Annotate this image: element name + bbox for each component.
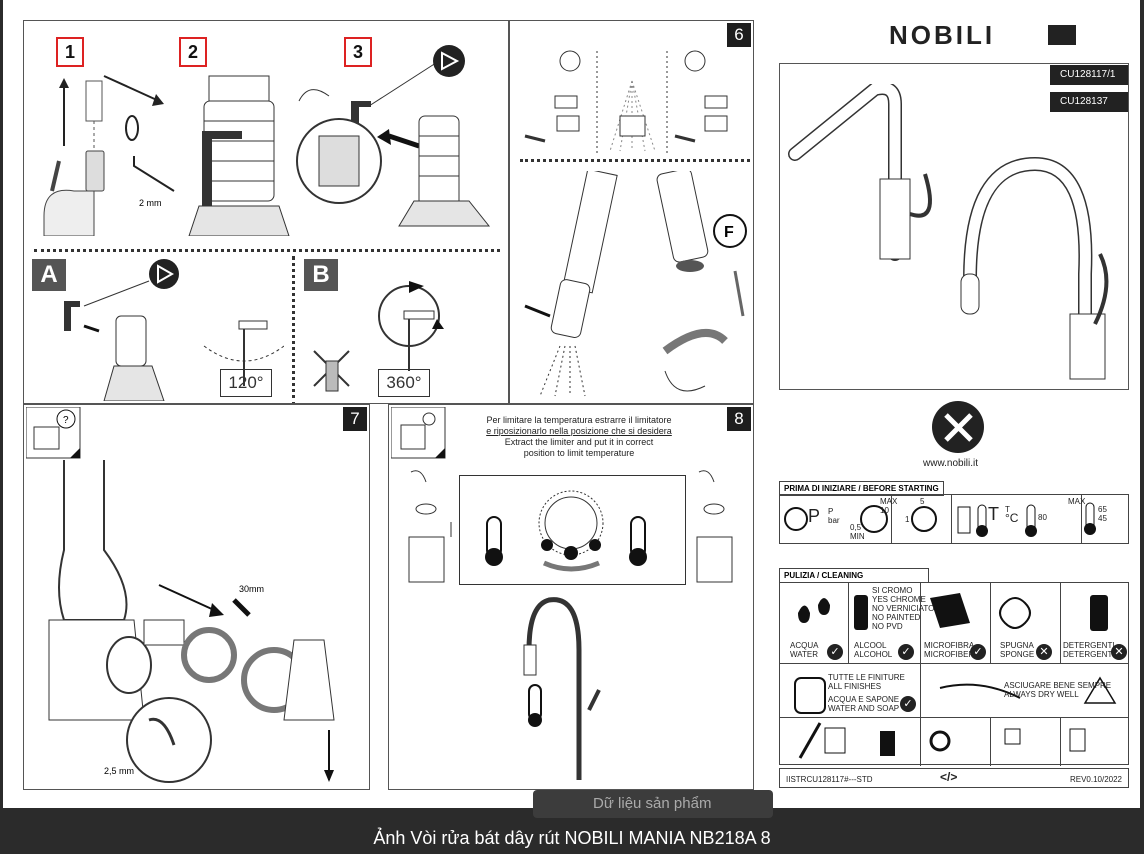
step-2-illustration xyxy=(188,75,290,236)
check-icon: ✓ xyxy=(898,644,914,660)
cleaning-icons xyxy=(794,593,1117,759)
check-icon: ✓ xyxy=(827,644,843,660)
panel-steps-1-3: 1 2 3 2 mm xyxy=(23,20,509,404)
spray-head-illustration: F xyxy=(524,171,747,397)
temp-label: T xyxy=(988,504,999,524)
limiter-thumbnail xyxy=(391,407,446,459)
panel-step-8: 8 Per limitare la temperatura estrarre i… xyxy=(388,404,754,790)
faucet-illustration xyxy=(523,597,601,780)
limiter-diagram xyxy=(485,490,647,572)
angle-120-label: 120° xyxy=(220,369,272,397)
step-B-label: B xyxy=(304,259,338,291)
celsius-label: T°C xyxy=(1005,505,1019,525)
before-starting-title: PRIMA DI INIZIARE / BEFORE STARTING xyxy=(779,481,944,496)
step-3-label: 3 xyxy=(344,37,372,67)
instruction-it: Per limitare la temperatura estrarre il … xyxy=(486,415,672,458)
divider xyxy=(520,159,750,162)
eighty-label: 80 xyxy=(1038,513,1047,522)
check-icon: ✓ xyxy=(970,644,986,660)
measure-30mm: 30mm xyxy=(239,584,264,594)
brand-logo: NOBILI xyxy=(889,20,996,50)
check-icon: ✓ xyxy=(900,696,916,712)
tools-icon xyxy=(932,401,984,453)
cross-icon: ✕ xyxy=(1111,644,1127,660)
doc-code: IISTRCU128117#---STD xyxy=(786,775,873,784)
step-1-label: 1 xyxy=(56,37,84,67)
step-A-label: A xyxy=(32,259,66,291)
divider xyxy=(34,249,500,252)
instruction-sheet: 1 2 3 2 mm xyxy=(3,0,1140,808)
step-7-label: 7 xyxy=(343,407,367,431)
product-panel: CU128117/1 CU128137 xyxy=(779,63,1129,390)
code-icon: </> xyxy=(940,770,958,784)
website-url: www.nobili.it xyxy=(923,458,979,469)
cleaning-title: PULIZIA / CLEANING xyxy=(779,568,929,583)
step-2-label: 2 xyxy=(179,37,207,67)
measure-2-5mm: 2,5 mm xyxy=(104,766,134,776)
step-1-illustration: 2 mm xyxy=(43,75,175,236)
document-footer: IISTRCU128117#---STD </> REV0.10/2022 xyxy=(779,768,1129,788)
step-7-illustration: 30mm 2,5 mm xyxy=(48,460,335,783)
step-3-illustration xyxy=(296,45,491,227)
pressure-icons xyxy=(784,502,1096,537)
panel-step-7: 7 ? 30mm 2,5 mm xyxy=(23,404,370,790)
image-caption: Ảnh Vòi rửa bát dây rút NOBILI MANIA NB2… xyxy=(373,828,771,848)
aerator-illustration xyxy=(524,50,728,156)
product-code: CU128137 xyxy=(1050,92,1128,112)
step-F-label: F xyxy=(724,224,734,241)
cross-icon: ✕ xyxy=(1036,644,1052,660)
pressure-label: P xyxy=(808,506,821,526)
faucet-hands-right xyxy=(696,470,733,583)
measure-2mm: 2 mm xyxy=(139,198,162,208)
revision: REV0.10/2022 xyxy=(1069,775,1122,784)
product-code: CU128117/1 xyxy=(1050,65,1128,85)
divider xyxy=(292,256,295,403)
max-label: MAX xyxy=(1068,497,1086,506)
step-8-label: 8 xyxy=(727,407,751,431)
step-B-illustration xyxy=(313,281,444,392)
product-data-button[interactable]: Dữ liệu sản phẩm xyxy=(533,790,773,818)
cartridge-thumbnail: ? xyxy=(26,407,81,459)
five-label: 5 xyxy=(920,497,925,506)
product-faucets xyxy=(788,84,1109,380)
faucet-hands-left xyxy=(408,470,452,583)
question-label: ? xyxy=(63,415,69,426)
step-A-illustration xyxy=(64,259,284,401)
limiter-diagram-frame xyxy=(459,475,686,585)
step-6-label: 6 xyxy=(727,23,751,47)
angle-360-label: 360° xyxy=(378,369,430,397)
brand-mark xyxy=(1048,25,1076,45)
panel-step-6: 6 xyxy=(509,20,754,404)
one-label: 1 xyxy=(905,515,910,524)
